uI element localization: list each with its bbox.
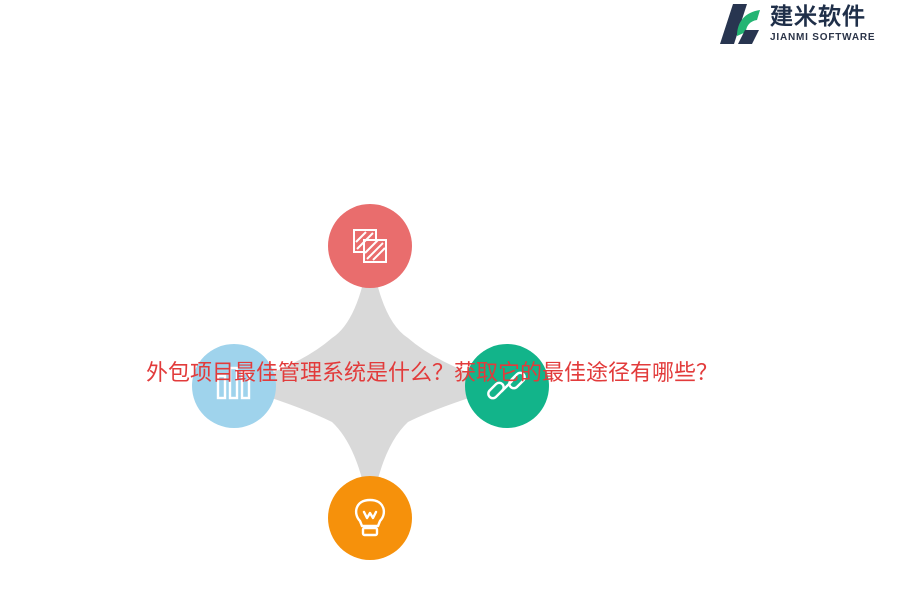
page-title: 外包项目最佳管理系统是什么？获取它的最佳途径有哪些？ bbox=[146, 361, 719, 386]
layers-icon bbox=[353, 229, 387, 263]
lightbulb-icon bbox=[354, 498, 386, 537]
diagram-center-star bbox=[234, 247, 507, 518]
logo-text: 建米软件 JIANMI SOFTWARE bbox=[770, 4, 875, 43]
node-left-circle bbox=[192, 344, 276, 428]
logo-name-cn: 建米软件 bbox=[770, 3, 866, 30]
brand-logo: 建米软件 JIANMI SOFTWARE bbox=[714, 0, 894, 46]
node-left bbox=[192, 344, 276, 428]
link-icon bbox=[487, 371, 526, 400]
node-bottom-circle bbox=[328, 476, 412, 560]
node-top bbox=[328, 204, 412, 288]
jianmi-logo-mark-icon bbox=[720, 4, 760, 44]
logo-name-en: JIANMI SOFTWARE bbox=[770, 31, 876, 43]
node-right bbox=[465, 344, 549, 428]
node-bottom bbox=[328, 476, 412, 560]
bar-chart-icon bbox=[216, 366, 251, 400]
